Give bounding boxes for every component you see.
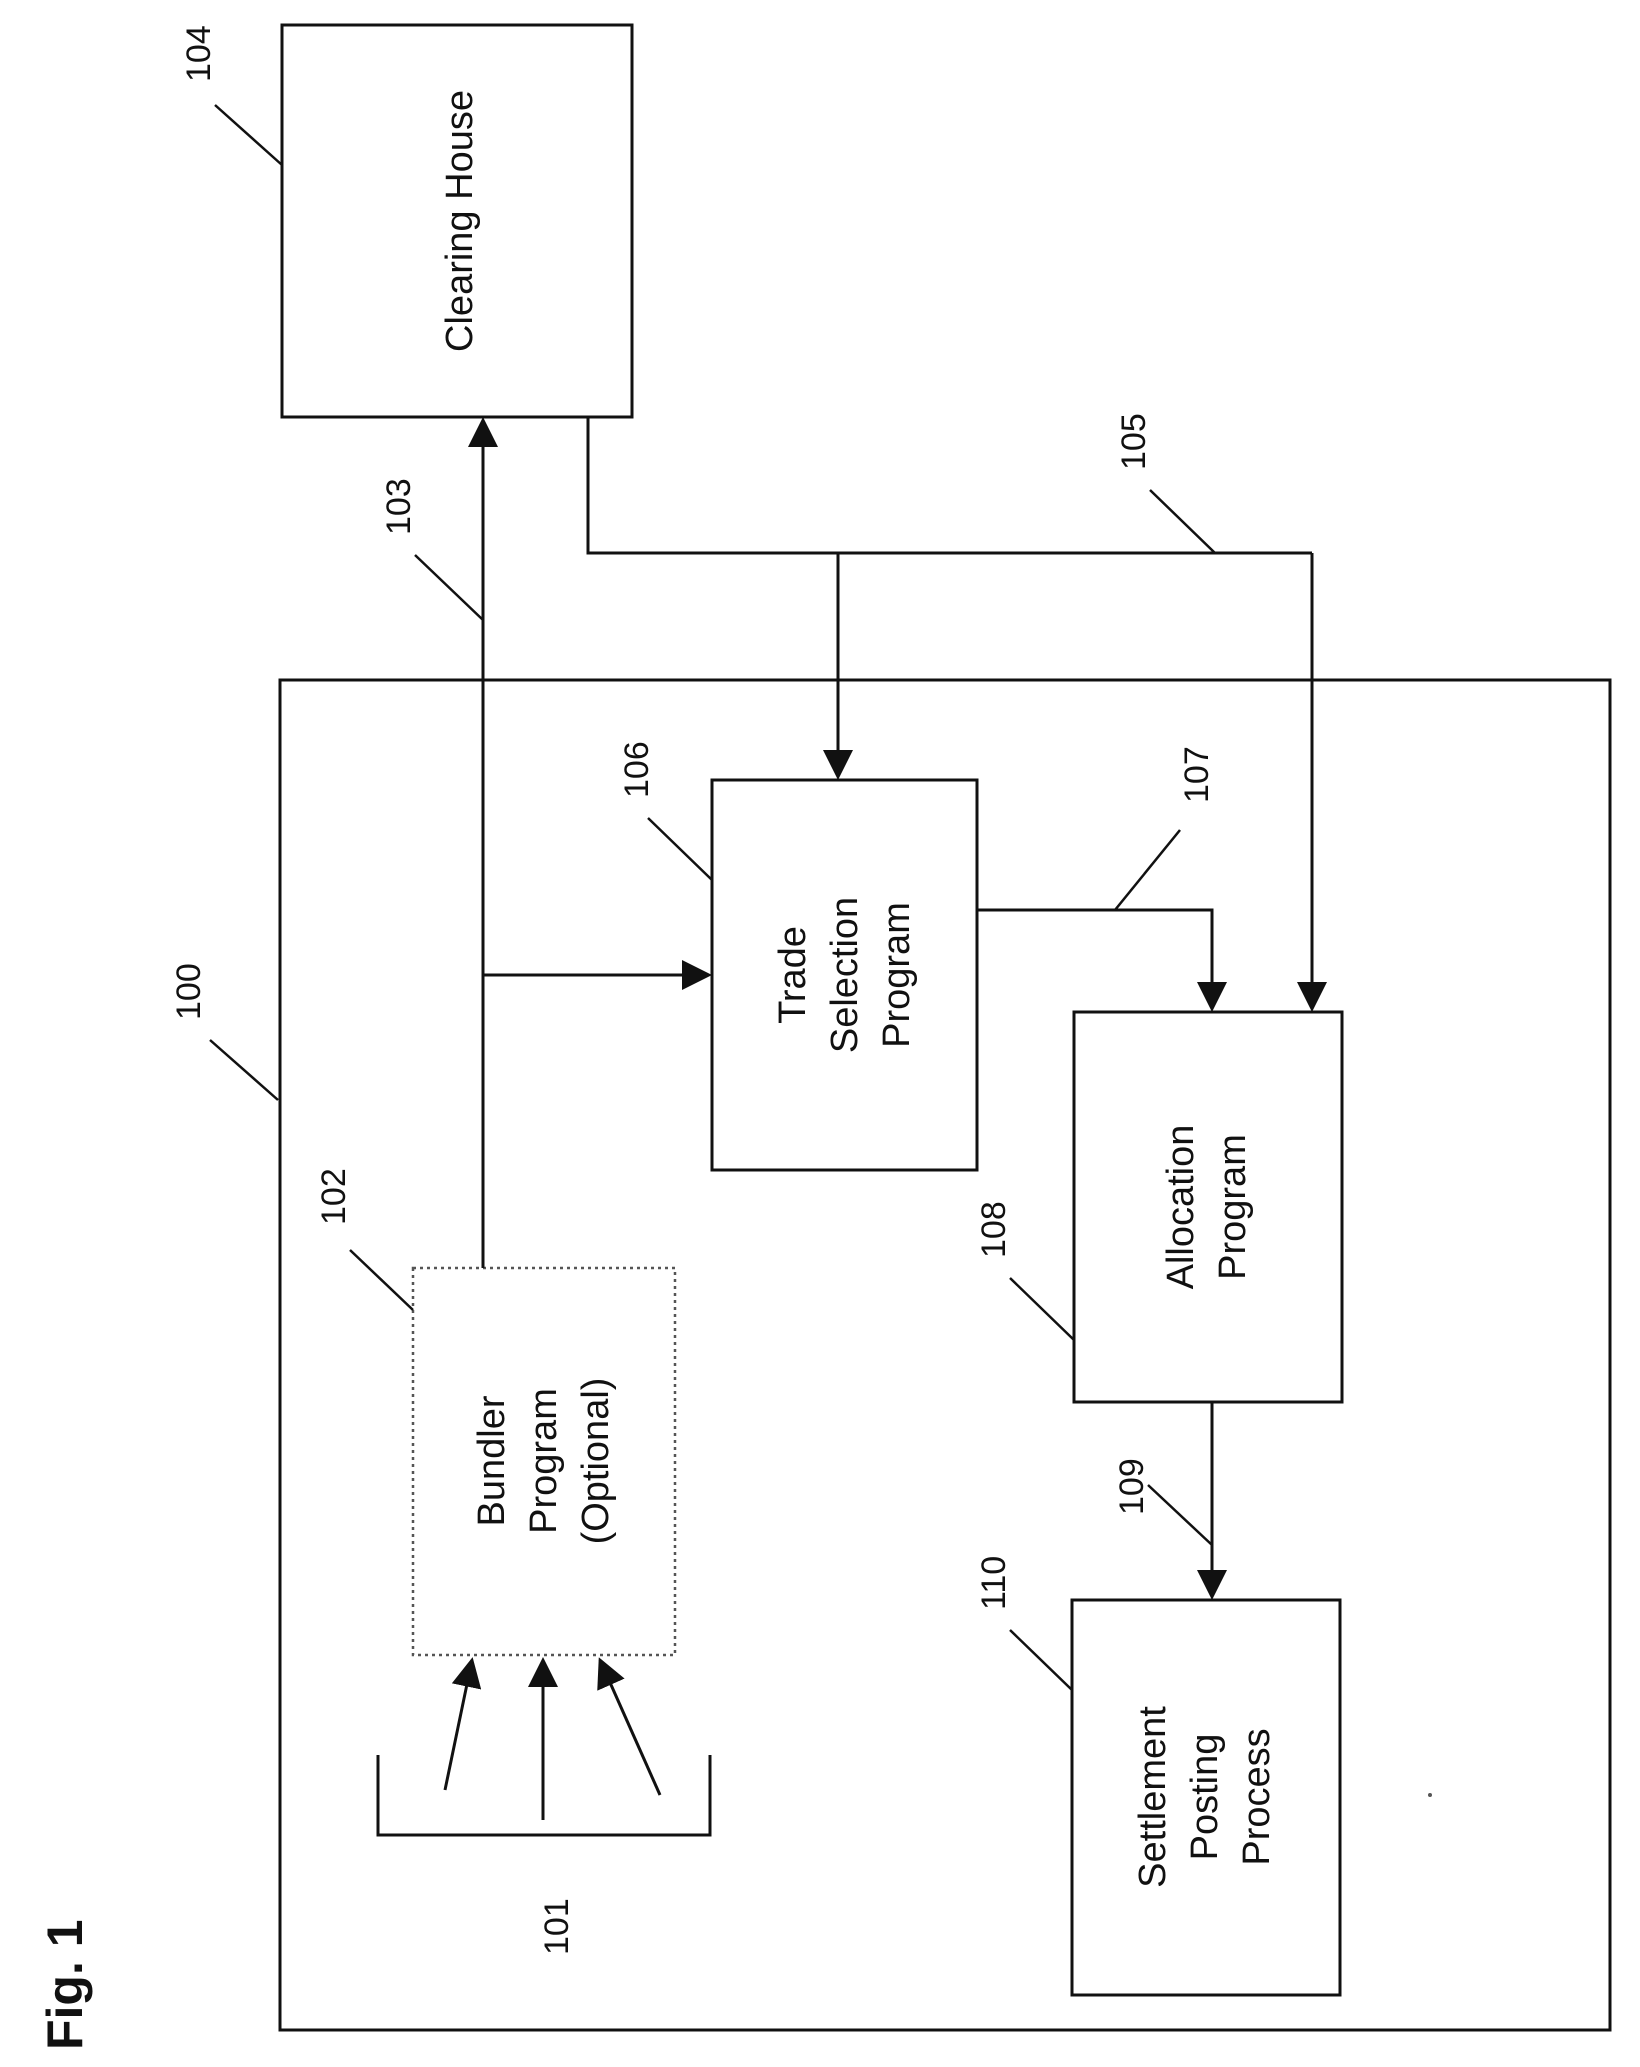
connector-105 — [588, 417, 1312, 553]
trade-selection-line-2: Selection — [824, 897, 866, 1053]
ref-107: 107 — [1178, 746, 1216, 803]
settlement-line-3: Process — [1236, 1728, 1278, 1865]
ref-101: 101 — [538, 1898, 576, 1955]
ref-104: 104 — [180, 25, 218, 82]
leader-104 — [215, 105, 282, 165]
ref-100: 100 — [170, 963, 208, 1020]
ref-106: 106 — [618, 741, 656, 798]
ref-109: 109 — [1113, 1458, 1151, 1515]
allocation-line-1: Allocation — [1160, 1125, 1202, 1290]
allocation-program-box — [1074, 1012, 1342, 1402]
settlement-line-2: Posting — [1184, 1734, 1226, 1861]
ref-102: 102 — [315, 1168, 353, 1225]
trade-selection-line-1: Trade — [772, 926, 814, 1024]
figure-label: Fig. 1 — [37, 1919, 93, 2050]
allocation-line-2: Program — [1212, 1134, 1254, 1280]
ref-105: 105 — [1115, 413, 1153, 470]
leader-103 — [415, 555, 483, 620]
ref-110: 110 — [975, 1556, 1013, 1610]
leader-100 — [210, 1040, 278, 1100]
stray-dot — [1428, 1793, 1432, 1797]
trade-selection-line-3: Program — [876, 902, 918, 1048]
leader-105 — [1150, 490, 1215, 553]
ref-103: 103 — [380, 478, 418, 535]
clearing-house-label: Clearing House — [439, 90, 481, 352]
settlement-line-1: Settlement — [1132, 1706, 1174, 1888]
bundler-program-line-3: (Optional) — [575, 1378, 617, 1545]
bundler-program-line-2: Program — [523, 1388, 565, 1534]
bundler-program-line-1: Bundler — [471, 1395, 513, 1526]
ref-108: 108 — [975, 1201, 1013, 1258]
